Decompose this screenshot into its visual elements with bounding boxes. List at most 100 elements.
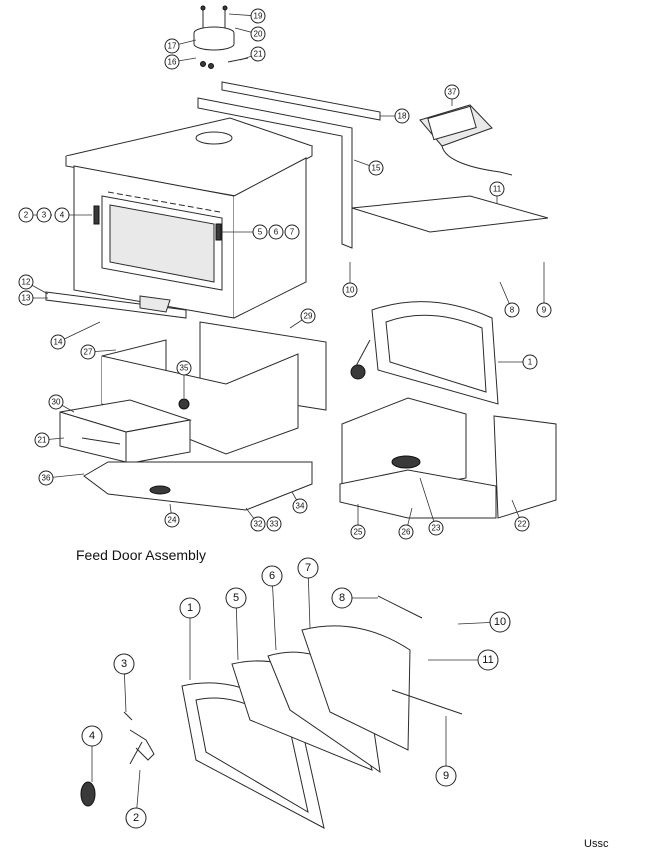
svg-text:6: 6	[269, 570, 275, 582]
svg-text:4: 4	[89, 730, 95, 742]
svg-text:5: 5	[258, 228, 263, 237]
svg-text:14: 14	[54, 338, 63, 347]
callout-37: 37	[444, 84, 460, 106]
svg-text:18: 18	[398, 112, 407, 121]
callout-11: 11	[489, 181, 505, 204]
callout-21: 21	[239, 46, 266, 62]
callout-26: 26	[398, 507, 414, 540]
callout-24: 24	[164, 503, 180, 528]
callout-10: 10	[342, 262, 358, 298]
section-title: Feed Door Assembly	[76, 547, 206, 563]
svg-text:20: 20	[254, 30, 263, 39]
door-callout-6: 6	[261, 565, 283, 651]
svg-text:2: 2	[133, 812, 139, 824]
callout-32: 32	[245, 507, 266, 532]
svg-text:16: 16	[168, 58, 177, 67]
svg-text:3: 3	[121, 658, 127, 670]
door-callout-9: 9	[435, 716, 457, 787]
stove-body	[65, 117, 314, 319]
svg-text:24: 24	[168, 516, 177, 525]
firebrick-set	[339, 397, 557, 519]
svg-text:34: 34	[296, 502, 305, 511]
feed-door-parts	[80, 595, 463, 829]
top-heat-shield	[221, 81, 381, 121]
svg-text:9: 9	[443, 770, 449, 782]
svg-text:27: 27	[84, 348, 93, 357]
baffle-board	[351, 195, 549, 233]
pedestal	[101, 339, 299, 455]
callout-22: 22	[511, 499, 530, 532]
svg-text:17: 17	[168, 42, 177, 51]
back-heat-shield	[197, 97, 353, 249]
svg-text:9: 9	[542, 306, 547, 315]
loading-door	[350, 301, 499, 405]
svg-text:6: 6	[274, 228, 279, 237]
svg-text:21: 21	[254, 50, 263, 59]
callout-30: 30	[48, 394, 75, 413]
door-callout-4: 4	[81, 725, 103, 782]
svg-text:36: 36	[42, 474, 51, 483]
callout-1: 1	[498, 354, 538, 370]
svg-text:21: 21	[38, 436, 47, 445]
hearth-pad	[83, 461, 313, 511]
svg-text:11: 11	[493, 185, 502, 194]
callout-4: 4	[54, 207, 92, 223]
callout-35: 35	[176, 360, 192, 398]
svg-text:22: 22	[518, 520, 527, 529]
callout-18: 18	[380, 108, 410, 124]
door-callout-3: 3	[113, 653, 135, 713]
callout-3: 3	[36, 207, 52, 223]
svg-text:4: 4	[60, 211, 65, 220]
blower-kit	[193, 5, 249, 69]
callout-17: 17	[164, 38, 197, 54]
callout-34: 34	[291, 491, 308, 514]
door-callout-2: 2	[125, 769, 147, 829]
svg-text:25: 25	[354, 528, 363, 537]
svg-text:10: 10	[346, 286, 355, 295]
svg-text:30: 30	[52, 398, 61, 407]
svg-text:8: 8	[510, 306, 515, 315]
callout-13: 13	[18, 290, 48, 306]
door-callout-8: 8	[331, 587, 378, 609]
callout-16: 16	[164, 54, 197, 70]
door-callout-7: 7	[297, 557, 319, 629]
svg-text:11: 11	[482, 654, 493, 666]
svg-text:10: 10	[494, 616, 506, 628]
callout-36: 36	[38, 470, 85, 486]
callout-7: 7	[284, 224, 300, 240]
callout-29: 29	[289, 308, 316, 329]
callout-8: 8	[499, 281, 520, 318]
footer-text: Ussc	[584, 838, 609, 850]
svg-text:26: 26	[402, 528, 411, 537]
svg-text:37: 37	[448, 88, 457, 97]
door-callout-11: 11	[428, 649, 499, 671]
callout-9: 9	[536, 262, 552, 318]
svg-text:1: 1	[187, 602, 193, 614]
callout-14: 14	[50, 321, 101, 350]
svg-text:33: 33	[270, 520, 279, 529]
ash-drawer	[59, 399, 192, 465]
svg-text:35: 35	[180, 364, 189, 373]
svg-text:12: 12	[22, 278, 31, 287]
callout-12: 12	[18, 274, 49, 295]
callout-33: 33	[266, 516, 282, 532]
door-callout-5: 5	[225, 587, 247, 661]
svg-text:7: 7	[290, 228, 295, 237]
svg-text:19: 19	[254, 12, 263, 21]
svg-text:7: 7	[305, 562, 311, 574]
air-tubes	[349, 236, 549, 282]
callout-20: 20	[234, 26, 266, 42]
svg-text:2: 2	[24, 211, 29, 220]
svg-text:3: 3	[42, 211, 47, 220]
callout-15: 15	[353, 159, 384, 176]
svg-text:23: 23	[432, 524, 441, 533]
svg-text:32: 32	[254, 520, 263, 529]
callout-6: 6	[268, 224, 284, 240]
svg-text:8: 8	[339, 592, 345, 604]
callout-27: 27	[80, 344, 117, 360]
callout-19: 19	[228, 8, 266, 24]
callout-25: 25	[350, 504, 366, 540]
door-callout-1: 1	[179, 597, 201, 680]
